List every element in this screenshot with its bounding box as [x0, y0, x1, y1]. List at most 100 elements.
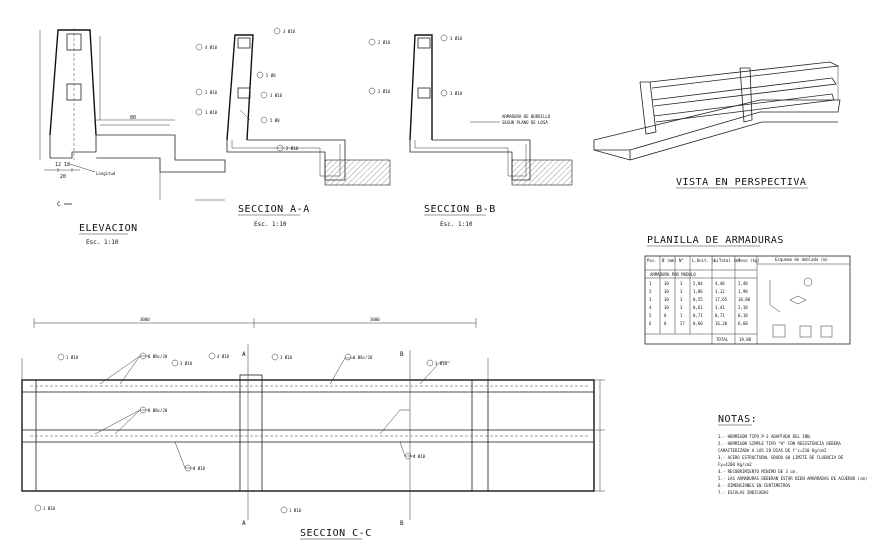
table-cell: 2,48 [738, 281, 748, 286]
table-cell: 0,71 [693, 313, 703, 318]
note-line: Fy=4200 Kg/cm2 [718, 462, 752, 467]
rebar-label: 5 Ø8 [270, 118, 280, 123]
section-marker-b: B [400, 351, 404, 358]
table-cell: 4,48 [715, 281, 725, 286]
table-header: Ø (mm) [662, 258, 676, 263]
section-marker-c: C [57, 201, 61, 208]
table-cell: 1,06 [693, 289, 703, 294]
rebar-label: 4 Ø10 [193, 466, 206, 471]
rebar-label: 2 Ø10 [286, 146, 299, 151]
rebar-label: 3 Ø10 [280, 355, 293, 360]
table-group-label: ARMADURA POR MODULO [650, 272, 696, 277]
elevacion-title: ELEVACION [79, 223, 138, 234]
table-total-value: 19,88 [739, 337, 752, 342]
rebar-label: 6 Ø8c/20 [148, 408, 168, 413]
table-cell: 2,18 [738, 305, 748, 310]
seccion-cc-title: SECCION C-C [300, 528, 372, 539]
bend-sketch [789, 295, 807, 305]
table-cell: 0,61 [693, 305, 703, 310]
table-cell: 2 [649, 289, 652, 294]
rebar-label: 2 Ø10 [205, 90, 218, 95]
note-line: 3.- ACERO ESTRUCTURAL GRADO 60 LIMITE DE… [718, 455, 844, 460]
table-cell: 10 [664, 305, 669, 310]
armadura-bordillo-label: ARMADURA DE BORDILLO [502, 114, 551, 119]
section-marker-a: A [242, 520, 246, 527]
table-total-label: TOTAL [716, 337, 729, 342]
rebar-label: 6 Ø8c/20 [353, 355, 373, 360]
vista-title: VISTA EN PERSPECTIVA [676, 177, 806, 188]
rebar-label: 1 Ø10 [66, 355, 79, 360]
seccion-aa-drawing: 4 Ø10 3 Ø10 5 Ø8 2 Ø10 3 Ø10 1 Ø10 5 Ø8 … [195, 27, 391, 228]
dim-label: 80 [130, 115, 136, 121]
stirrup-sketch [772, 324, 786, 338]
section-marker-b: B [400, 520, 404, 527]
table-cell: 27 [680, 321, 685, 326]
elevacion-drawing: 12 18 20 80 Longitud C ELEVACION Esc. 1:… [39, 28, 226, 246]
stirrup-sketch [799, 325, 812, 338]
dim-3000-label: 3000 [140, 317, 150, 322]
rebar-label: 1 Ø10 [205, 110, 218, 115]
table-cell: 6 [649, 321, 652, 326]
table-cell: 0,60 [693, 321, 703, 326]
note-line: 5.- LAS ARMADURAS DEBERAN ESTAR BIEN AMA… [718, 476, 867, 481]
seccion-bb-drawing: 2 Ø10 3 Ø10 2 Ø10 3 Ø10 ARMADURA DE BORD… [368, 34, 573, 228]
table-cell: 1 [680, 313, 683, 318]
rebar-label: 1 Ø10 [43, 506, 56, 511]
bend-sketch [769, 280, 781, 313]
table-cell: 3,12 [715, 289, 725, 294]
table-cell: 1 [649, 281, 652, 286]
table-cell: 10,80 [738, 297, 751, 302]
table-header: N° [679, 258, 684, 263]
table-cell: 5 [649, 313, 652, 318]
table-cell: 10 [664, 289, 669, 294]
table-cell: 3 [680, 289, 683, 294]
rebar-label: 4 Ø10 [217, 354, 230, 359]
perspective-view: VISTA EN PERSPECTIVA [593, 61, 841, 189]
rebar-label: 2 Ø10 [378, 89, 391, 94]
stirrup-sketch [820, 325, 833, 338]
table-cell: 3 [680, 305, 683, 310]
section-marker-a: A [242, 351, 246, 358]
table-cell: 3 [680, 281, 683, 286]
notes-list: 1.- HORMIGON TIPO P-3 ADAPTADO DEL INN.2… [718, 434, 867, 495]
note-line: 4.- RECUBRIMIENTO MINIMO DE 3 cm. [718, 469, 797, 474]
note-line: 1.- HORMIGON TIPO P-3 ADAPTADO DEL INN. [718, 434, 812, 439]
notas-title: NOTAS: [718, 414, 757, 425]
table-cell: 16,20 [715, 321, 728, 326]
table-header: L.Total (m) [714, 258, 741, 263]
dim-3000-label: 3000 [370, 317, 380, 322]
rebar-label: 6 Ø8c/20 [148, 354, 168, 359]
note-line: 7.- ESCALAS INDICADAS [718, 490, 769, 495]
table-cell: 10 [664, 281, 669, 286]
table-cell: 4 [649, 305, 652, 310]
seccion-aa-scale: Esc. 1:10 [254, 221, 287, 228]
dim-label: 12 18 [55, 162, 70, 168]
table-cell: 6,60 [738, 321, 748, 326]
notes-block: NOTAS: 1.- HORMIGON TIPO P-3 ADAPTADO DE… [718, 414, 867, 495]
table-cell: 3 [680, 297, 683, 302]
seccion-aa-title: SECCION A-A [238, 204, 310, 215]
elevacion-scale: Esc. 1:10 [86, 239, 119, 246]
table-header: L.Unit. (m) [692, 258, 719, 263]
rebar-label: 3 Ø10 [450, 91, 463, 96]
note-line: 6.- DIMENSIONES EN CENTIMETROS [718, 483, 791, 488]
seccion-bb-scale: Esc. 1:10 [440, 221, 473, 228]
table-header: Peso (kg) [738, 258, 760, 263]
table-cell: 0,71 [715, 313, 725, 318]
rebar-label: 3 Ø10 [435, 361, 448, 366]
table-cell: 8 [664, 313, 667, 318]
table-cell: 3,41 [715, 305, 725, 310]
rebar-label: 2 Ø10 [378, 40, 391, 45]
rebar-label: 3 Ø10 [283, 29, 296, 34]
rebar-label: 3 Ø10 [180, 361, 193, 366]
longitud-label: Longitud [96, 171, 116, 176]
table-cell: 17,65 [715, 297, 728, 302]
rebar-label: 3 Ø10 [270, 93, 283, 98]
table-cell: 2,04 [693, 281, 703, 286]
rebar-label: 1 Ø10 [289, 508, 302, 513]
note-line: CARACTERIZADA A LOS 28 DIAS DE f'c=210 K… [718, 448, 827, 453]
table-cell: 10 [664, 297, 669, 302]
table-header: Esquema de doblado (m) [775, 257, 828, 262]
seccion-cc-drawing: 3000 3000 A A B B 1 Ø [21, 317, 605, 540]
